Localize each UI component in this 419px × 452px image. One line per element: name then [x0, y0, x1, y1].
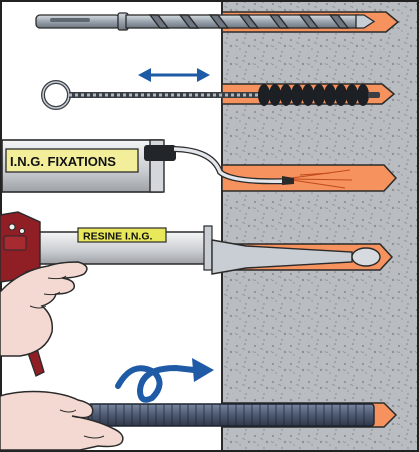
injection-syringe: RESINE I.N.G. — [29, 223, 381, 275]
step-drill — [35, 11, 400, 33]
hand-holding-rod — [0, 390, 124, 451]
step-insert-threaded-rod — [0, 358, 398, 451]
drill-bit — [35, 12, 376, 31]
syringe-label — [77, 227, 167, 243]
double-headed-arrow-icon — [138, 68, 210, 82]
threaded-rod — [87, 403, 375, 427]
step-resin-cartridge: I.N.G. FIXATIONS — [1, 139, 398, 193]
step-brush-clean — [41, 68, 396, 110]
resin-spray — [291, 169, 353, 189]
cleaning-brush — [41, 80, 380, 110]
cartridge-brand-text: I.N.G. FIXATIONS — [10, 154, 116, 169]
hand-on-trigger — [0, 261, 88, 357]
syringe-label-text: RESINE I.N.G. — [83, 231, 153, 243]
cartridge-label — [5, 148, 139, 173]
resin-cartridge: I.N.G. FIXATIONS — [1, 139, 294, 193]
hole-resin-fill — [221, 164, 398, 192]
curved-rotation-arrow-icon — [115, 358, 214, 403]
step-resin-syringe: RESINE I.N.G. — [0, 211, 394, 377]
concrete-wall — [221, 2, 417, 450]
